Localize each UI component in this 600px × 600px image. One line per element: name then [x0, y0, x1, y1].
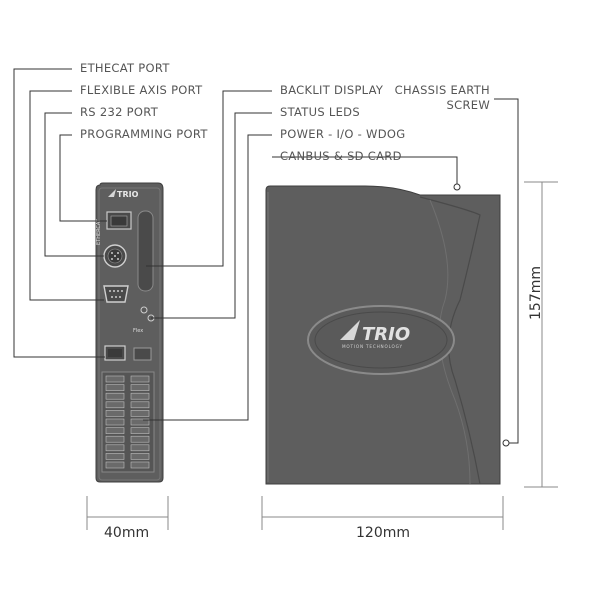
terminal-screw [130, 418, 150, 426]
dimension-width: 40mm [104, 525, 150, 541]
rs232-port [103, 285, 129, 303]
terminal-screw [130, 375, 150, 383]
terminal-screw [105, 444, 125, 452]
status-led [140, 306, 148, 314]
label-ethercat-port: ETHECAT PORT [80, 61, 170, 75]
label-power-io-wdog: POWER - I/O - WDOG [280, 127, 406, 141]
svg-text:Flex: Flex [133, 328, 143, 334]
terminal-screw [130, 444, 150, 452]
label-backlit-display: BACKLIT DISPLAY [280, 83, 384, 97]
terminal-screw [130, 435, 150, 443]
terminal-screw [105, 461, 125, 469]
terminal-screw [130, 401, 150, 409]
terminal-screw [130, 384, 150, 391]
label-programming-port: PROGRAMMING PORT [80, 127, 208, 141]
dimension-height: 157mm [528, 266, 544, 320]
terminal-screw [130, 427, 150, 434]
side-logo: TRIO MOTION TECHNOLOGY [307, 305, 455, 375]
svg-text:ETHERCAT: ETHERCAT [96, 218, 102, 245]
front-logo: TRIO [108, 189, 139, 199]
backlit-display [137, 210, 154, 292]
front-view: TRIO ETHERCAT Flex [95, 182, 164, 483]
svg-text:TRIO: TRIO [117, 190, 139, 199]
canbus-sd-marker [453, 183, 461, 191]
label-canbus-sd-card: CANBUS & SD CARD [280, 149, 402, 163]
terminal-screw [105, 375, 125, 383]
brand-logo-subtext: MOTION TECHNOLOGY [342, 344, 403, 349]
dimension-depth: 120mm [356, 525, 410, 541]
terminal-screw [105, 401, 125, 409]
terminal-screw [130, 410, 150, 417]
leader-lines [13, 68, 519, 444]
terminal-screw [130, 453, 150, 460]
side-view: TRIO MOTION TECHNOLOGY [265, 183, 510, 485]
dimension-lines [86, 181, 558, 530]
terminal-screw [105, 453, 125, 460]
label-status-leds: STATUS LEDS [280, 105, 360, 119]
label-rs232-port: RS 232 PORT [80, 105, 159, 119]
label-chassis-earth-screw-line2: SCREW [446, 98, 490, 112]
terminal-screw [105, 418, 125, 426]
side-curved-panel [419, 196, 481, 485]
brand-logo-text: TRIO [362, 324, 410, 345]
terminal-screw [105, 435, 125, 443]
terminal-screw [105, 427, 125, 434]
label-chassis-earth-screw-line1: CHASSIS EARTH [394, 83, 490, 97]
terminal-screw [130, 392, 150, 400]
terminal-block [101, 371, 155, 473]
terminal-screw [130, 461, 150, 469]
terminal-screw [105, 384, 125, 391]
label-flexible-axis-port: FLEXIBLE AXIS PORT [80, 83, 203, 97]
terminal-screw [105, 392, 125, 400]
terminal-screw [105, 410, 125, 417]
chassis-earth-screw-marker [502, 439, 510, 447]
